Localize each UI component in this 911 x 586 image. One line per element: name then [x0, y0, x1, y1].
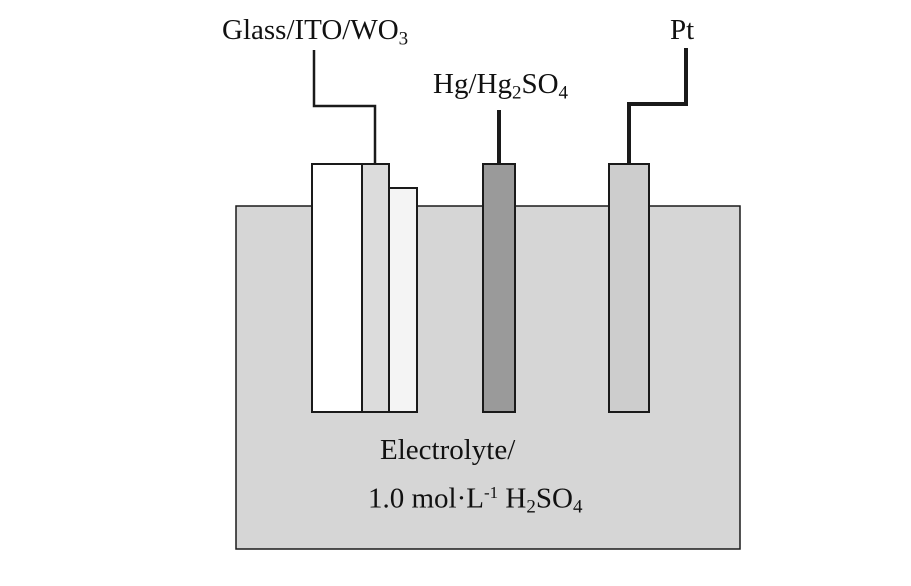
reference-electrode-label: Hg/Hg2SO4 [433, 68, 569, 104]
reference-electrode [482, 163, 516, 413]
electrolyte-concentration-b: H [498, 482, 527, 515]
working-electrode-label: Glass/ITO/WO3 [222, 14, 409, 50]
ito-layer [361, 163, 390, 413]
electrolyte-label-line1: Electrolyte/ [380, 436, 515, 465]
reference-electrode-label-subscript-1: 2 [511, 82, 522, 104]
counter-electrode-wire [627, 48, 688, 164]
working-electrode-label-main: Glass/ITO/WO [222, 14, 399, 46]
electrolyte-label-text: Electrolyte/ [380, 434, 516, 466]
electrolyte-concentration-superscript: -1 [484, 483, 499, 502]
electrolyte-concentration-subscript-2: 4 [572, 496, 583, 518]
counter-electrode [608, 163, 650, 413]
electrolyte-label-line2: 1.0 mol·L-1 H2SO4 [368, 484, 582, 517]
counter-electrode-label: Pt [670, 16, 694, 45]
reference-electrode-label-part-b: SO [521, 68, 559, 100]
working-electrode-wire [312, 50, 377, 164]
electrolyte-concentration-c: SO [535, 482, 573, 515]
counter-electrode-label-text: Pt [670, 14, 695, 46]
reference-electrode-label-part-a: Hg/Hg [433, 68, 512, 100]
electrolyte-concentration-a: 1.0 mol·L [368, 482, 484, 515]
glass-substrate [311, 163, 363, 413]
working-electrode-label-subscript: 3 [398, 28, 409, 50]
electrolyte-concentration-subscript-1: 2 [526, 496, 536, 518]
reference-electrode-label-subscript-2: 4 [558, 82, 569, 104]
wo3-layer [388, 187, 418, 413]
